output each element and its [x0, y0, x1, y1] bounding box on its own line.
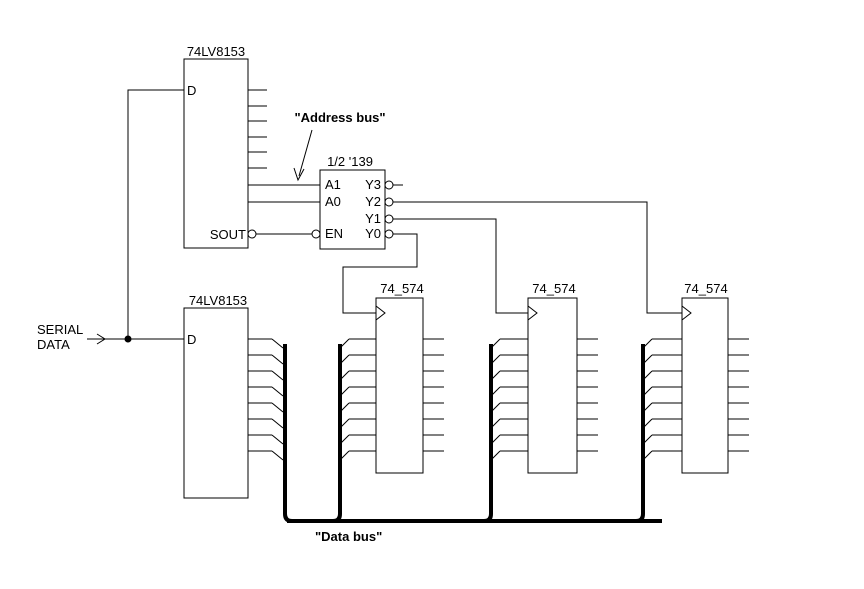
top-converter-title: 74LV8153 — [187, 44, 245, 59]
decoder-title: 1/2 '139 — [327, 154, 373, 169]
latch1-title: 74_574 — [380, 281, 423, 296]
data-bus-annotation: "Data bus" — [315, 529, 382, 544]
latch2-input-lines — [500, 338, 528, 452]
latch1-bus-taps — [339, 338, 350, 461]
latch2-output-stubs — [577, 338, 598, 452]
bottom-converter-title: 74LV8153 — [189, 293, 247, 308]
latch1-clock-triangle-icon — [375, 305, 386, 321]
latch2-clock-triangle-icon — [527, 305, 538, 321]
serial-arrowhead-icon — [96, 333, 106, 345]
data-bus-bar-latch3 — [635, 344, 645, 523]
serial-branch-to-top-d-wire — [127, 89, 184, 339]
latch3-input-lines — [652, 338, 682, 452]
decoder-pin-y0: Y0 — [365, 226, 381, 241]
latch3-body — [681, 297, 729, 474]
bottom-converter-pin-d: D — [187, 332, 196, 347]
latch2-bus-taps — [490, 338, 501, 461]
top-serial-converter-body — [183, 58, 249, 249]
decoder-pin-y2: Y2 — [365, 194, 381, 209]
serial-data-label-line2: DATA — [37, 337, 70, 352]
latch3-title: 74_574 — [684, 281, 727, 296]
decoder-pin-a0: A0 — [325, 194, 341, 209]
decoder-pin-a1: A1 — [325, 177, 341, 192]
top-converter-pin-sout: SOUT — [210, 227, 246, 242]
y0-clock-wire-latch1 — [342, 233, 418, 314]
bottom-converter-bus-taps — [271, 338, 284, 461]
latch2-body — [527, 297, 578, 474]
decoder-pin-y1: Y1 — [365, 211, 381, 226]
serial-data-label-line1: SERIAL — [37, 322, 83, 337]
latch3-clock-triangle-icon — [681, 305, 692, 321]
latch1-body — [375, 297, 424, 474]
latch3-bus-taps — [642, 338, 653, 461]
address-bus-arrowhead-icon — [293, 167, 305, 182]
decoder-pin-y3: Y3 — [365, 177, 381, 192]
latch2-title: 74_574 — [532, 281, 575, 296]
top-converter-pin-d: D — [187, 83, 196, 98]
top-converter-output-stubs — [248, 89, 267, 169]
address-bus-annotation: "Address bus" — [294, 110, 385, 125]
bottom-serial-converter-body — [183, 307, 249, 499]
wire-junction-dot — [124, 335, 132, 343]
y0-bubble-icon — [384, 229, 394, 239]
decoder-pin-en: EN — [325, 226, 343, 241]
bottom-converter-output-lines — [248, 338, 272, 452]
y2-bubble-icon — [384, 197, 394, 207]
decoder-body — [319, 169, 386, 250]
sout-bubble-icon — [247, 229, 257, 239]
y2-clock-wire-latch3 — [393, 201, 682, 314]
latch1-input-lines — [349, 338, 376, 452]
data-bus-bar-latch2 — [483, 344, 493, 523]
data-bus-bar-converter — [283, 344, 293, 523]
data-bus-bar-latch1 — [332, 344, 342, 523]
latch3-output-stubs — [728, 338, 749, 452]
en-bubble-icon — [311, 229, 321, 239]
y3-bubble-icon — [384, 180, 394, 190]
latch1-output-stubs — [423, 338, 444, 452]
address-bus-arrow-line — [298, 129, 313, 177]
y1-bubble-icon — [384, 214, 394, 224]
y1-clock-wire-latch2 — [393, 218, 528, 314]
